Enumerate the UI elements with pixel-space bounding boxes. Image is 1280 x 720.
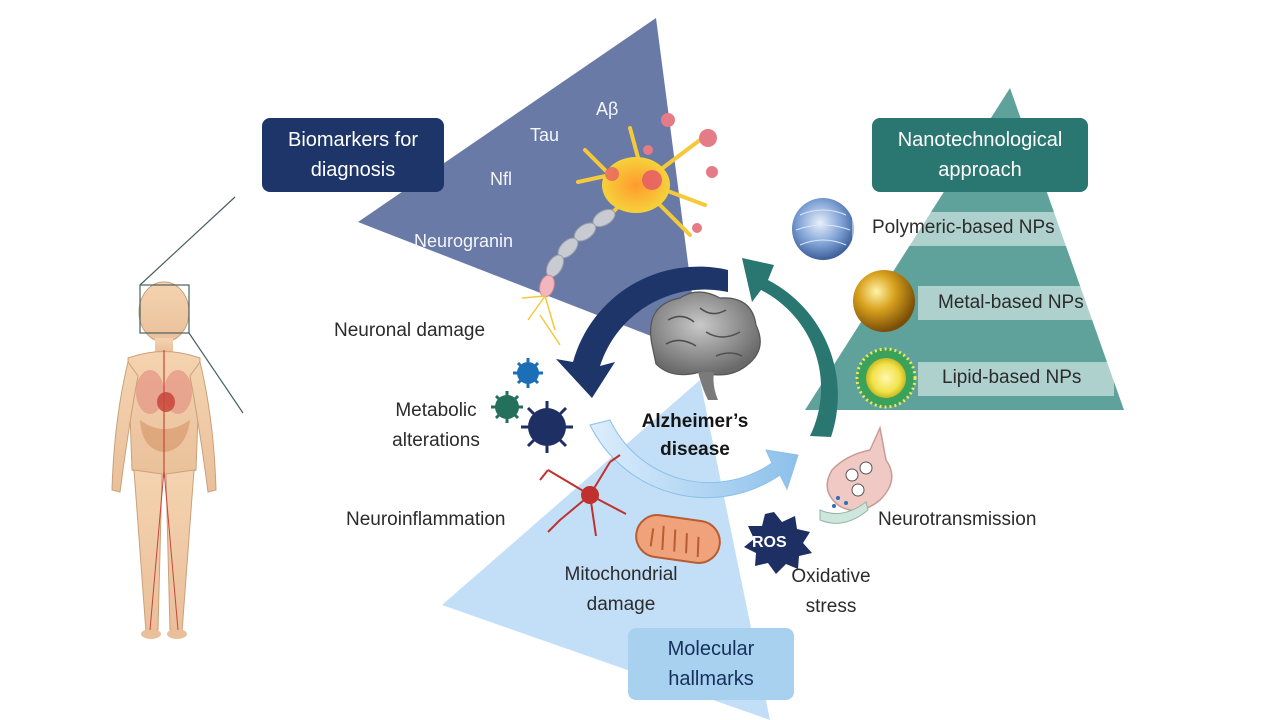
microglia-icon — [539, 454, 627, 537]
lipid-np-icon — [855, 347, 917, 409]
teal-arrow — [742, 258, 838, 437]
metal-np-icon — [853, 270, 915, 332]
metabolic-alterations-label: Metabolic alterations — [366, 396, 506, 456]
molecular-title-line2: hallmarks — [668, 668, 754, 690]
biomarkers-title-line2: diagnosis — [310, 159, 396, 181]
oxidative-line2: stress — [805, 596, 857, 617]
head-zoom-box — [139, 284, 190, 334]
np-label-band — [852, 212, 1092, 246]
biomarker-triangle — [358, 18, 700, 355]
metabolic-line2: alterations — [392, 430, 480, 451]
center-line1: Alzheimer’s — [641, 411, 749, 432]
oxidative-line1: Oxidative — [791, 566, 871, 587]
molecular-title-line1: Molecular — [667, 638, 755, 660]
molecular-title-box: Molecular hallmarks — [628, 628, 794, 700]
mito-line2: damage — [586, 594, 656, 615]
neuron-illustration — [521, 113, 718, 346]
mitochondria-icon — [635, 514, 721, 564]
ros-label: ROS — [752, 534, 787, 551]
neurotransmission-label: Neurotransmission — [878, 509, 1037, 530]
center-disease-label: Alzheimer’s disease — [610, 408, 780, 464]
human-body-figure — [111, 281, 217, 639]
nanotech-title-line1: Nanotechnological — [897, 129, 1063, 151]
synapse-icon — [819, 425, 893, 524]
np-label-band — [918, 286, 1114, 320]
biomarkers-title-box: Biomarkers for diagnosis — [262, 118, 444, 192]
np-metal-label: Metal-based NPs — [938, 292, 1084, 313]
np-lipid-label: Lipid-based NPs — [942, 367, 1082, 388]
biomarker-nfl-label: Nfl — [490, 169, 512, 189]
np-label-band — [918, 362, 1114, 396]
nanotech-title-box: Nanotechnological approach — [872, 118, 1088, 192]
oxidative-stress-label: Oxidative stress — [776, 562, 886, 622]
biomarker-neurogranin-label: Neurogranin — [414, 231, 514, 251]
polymeric-np-icon — [792, 198, 854, 260]
dark-blue-arrow — [556, 266, 728, 398]
center-line2: disease — [660, 439, 730, 460]
mitochondrial-damage-label: Mitochondrial damage — [546, 560, 696, 620]
biomarkers-title-line1: Biomarkers for — [287, 129, 419, 151]
biomarker-tau-label: Tau — [530, 125, 560, 145]
ros-starburst — [744, 512, 812, 574]
metabolic-line1: Metabolic — [395, 400, 477, 421]
np-polymeric-label: Polymeric-based NPs — [872, 217, 1055, 238]
neuroinflammation-label: Neuroinflammation — [346, 509, 506, 530]
light-blue-arrow — [589, 419, 799, 499]
neuronal-damage-label: Neuronal damage — [334, 320, 486, 341]
mito-line1: Mitochondrial — [564, 564, 678, 585]
pathogen-icons — [491, 358, 573, 453]
biomarker-abeta-label: Aβ — [596, 99, 619, 119]
nanotech-title-line2: approach — [938, 159, 1022, 181]
brain-icon — [650, 291, 761, 400]
